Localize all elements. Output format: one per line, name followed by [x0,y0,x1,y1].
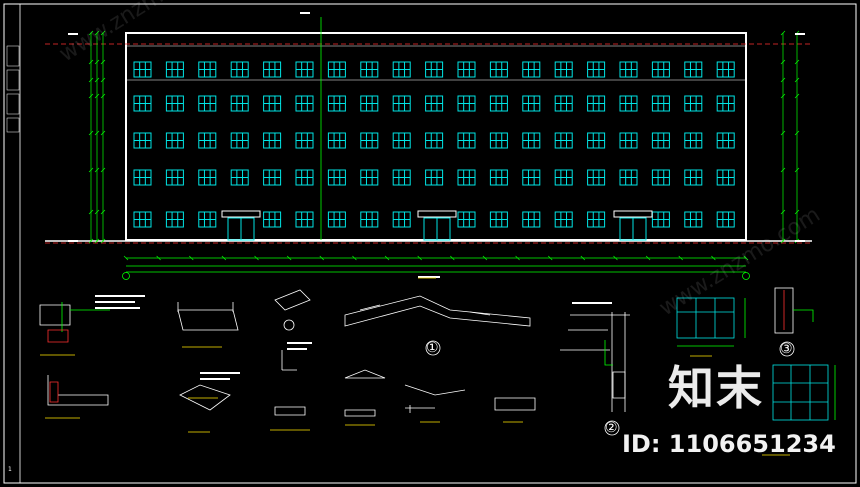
entrance-doors [221,210,653,241]
dimension-tick [100,209,106,215]
dimension-tick [100,130,106,136]
dimension-tick [794,59,800,65]
dimension-tick [547,255,553,261]
dimension-tick [88,130,94,136]
dimension-tick [794,93,800,99]
detail-marker-3: ③ [780,341,793,357]
dimension-tick [645,255,651,261]
title-strip-cells [6,45,20,133]
dimension-tick [94,30,100,36]
dimension-tick [780,209,786,215]
dimension-tick [88,77,94,83]
dimension-tick [515,255,520,261]
dimension-tick [88,209,94,215]
dimension-tick [780,167,786,173]
dimension-tick [794,77,800,83]
window-grid [133,61,735,228]
dimension-tick [352,255,357,261]
dimension-tick [94,209,100,215]
detail-drawings [39,277,836,456]
dimension-text-marks [68,12,805,278]
dimension-lines [90,33,798,273]
dimension-tick [100,167,106,173]
dimension-tick [94,238,100,244]
dimension-ticks [88,30,800,261]
dimension-tick [100,30,106,36]
dimension-tick [88,238,94,244]
building-elevation [45,17,812,244]
dimension-tick [189,255,194,261]
detail-labels [95,295,612,380]
dimension-tick [794,209,800,215]
dimension-tick [794,130,800,136]
dimension-tick [88,93,94,99]
dimension-tick [100,77,106,83]
dimension-tick [780,238,786,244]
dimension-tick [221,255,227,261]
detail-marker-1: ① [426,340,439,356]
dimension-tick [94,167,100,173]
sheet-border [3,3,857,484]
dimension-tick [780,93,786,99]
dimension-tick [88,30,94,36]
dimension-tick [100,238,106,244]
entrance-canopy [613,210,653,218]
dimension-tick [88,167,94,173]
dimension-tick [450,255,455,261]
dimension-tick [711,255,716,261]
dimension-tick [254,255,259,261]
dimension-tick [123,255,129,261]
dimension-tick [286,255,292,261]
dimension-tick [780,77,786,83]
dimension-tick [94,130,100,136]
page-number: 1 [8,466,12,473]
dimension-tick [88,59,94,65]
id-watermark: ID: 1106651234 [622,430,836,458]
dimension-tick [417,255,422,261]
detail-marker-2: ② [605,420,618,436]
dimension-tick [94,77,100,83]
dimension-tick [678,255,683,261]
dimension-tick [94,93,100,99]
dimension-tick [580,255,586,261]
dimension-tick [780,130,786,136]
dimension-tick [780,59,786,65]
entrance-canopy [221,210,261,218]
dimension-tick [156,255,161,261]
entrance-canopy [417,210,457,218]
dimension-tick [319,255,325,261]
dimension-tick [780,30,786,36]
building-outline [125,32,747,241]
dimension-tick [613,255,618,261]
dimension-tick [384,255,390,261]
dimension-tick [100,59,106,65]
brand-watermark: 知末 [668,361,764,415]
dimension-tick [482,255,488,261]
dimension-tick [94,59,100,65]
dimension-tick [743,255,749,261]
dimension-tick [100,93,106,99]
dimension-tick [794,167,800,173]
axis-markers [122,272,750,280]
